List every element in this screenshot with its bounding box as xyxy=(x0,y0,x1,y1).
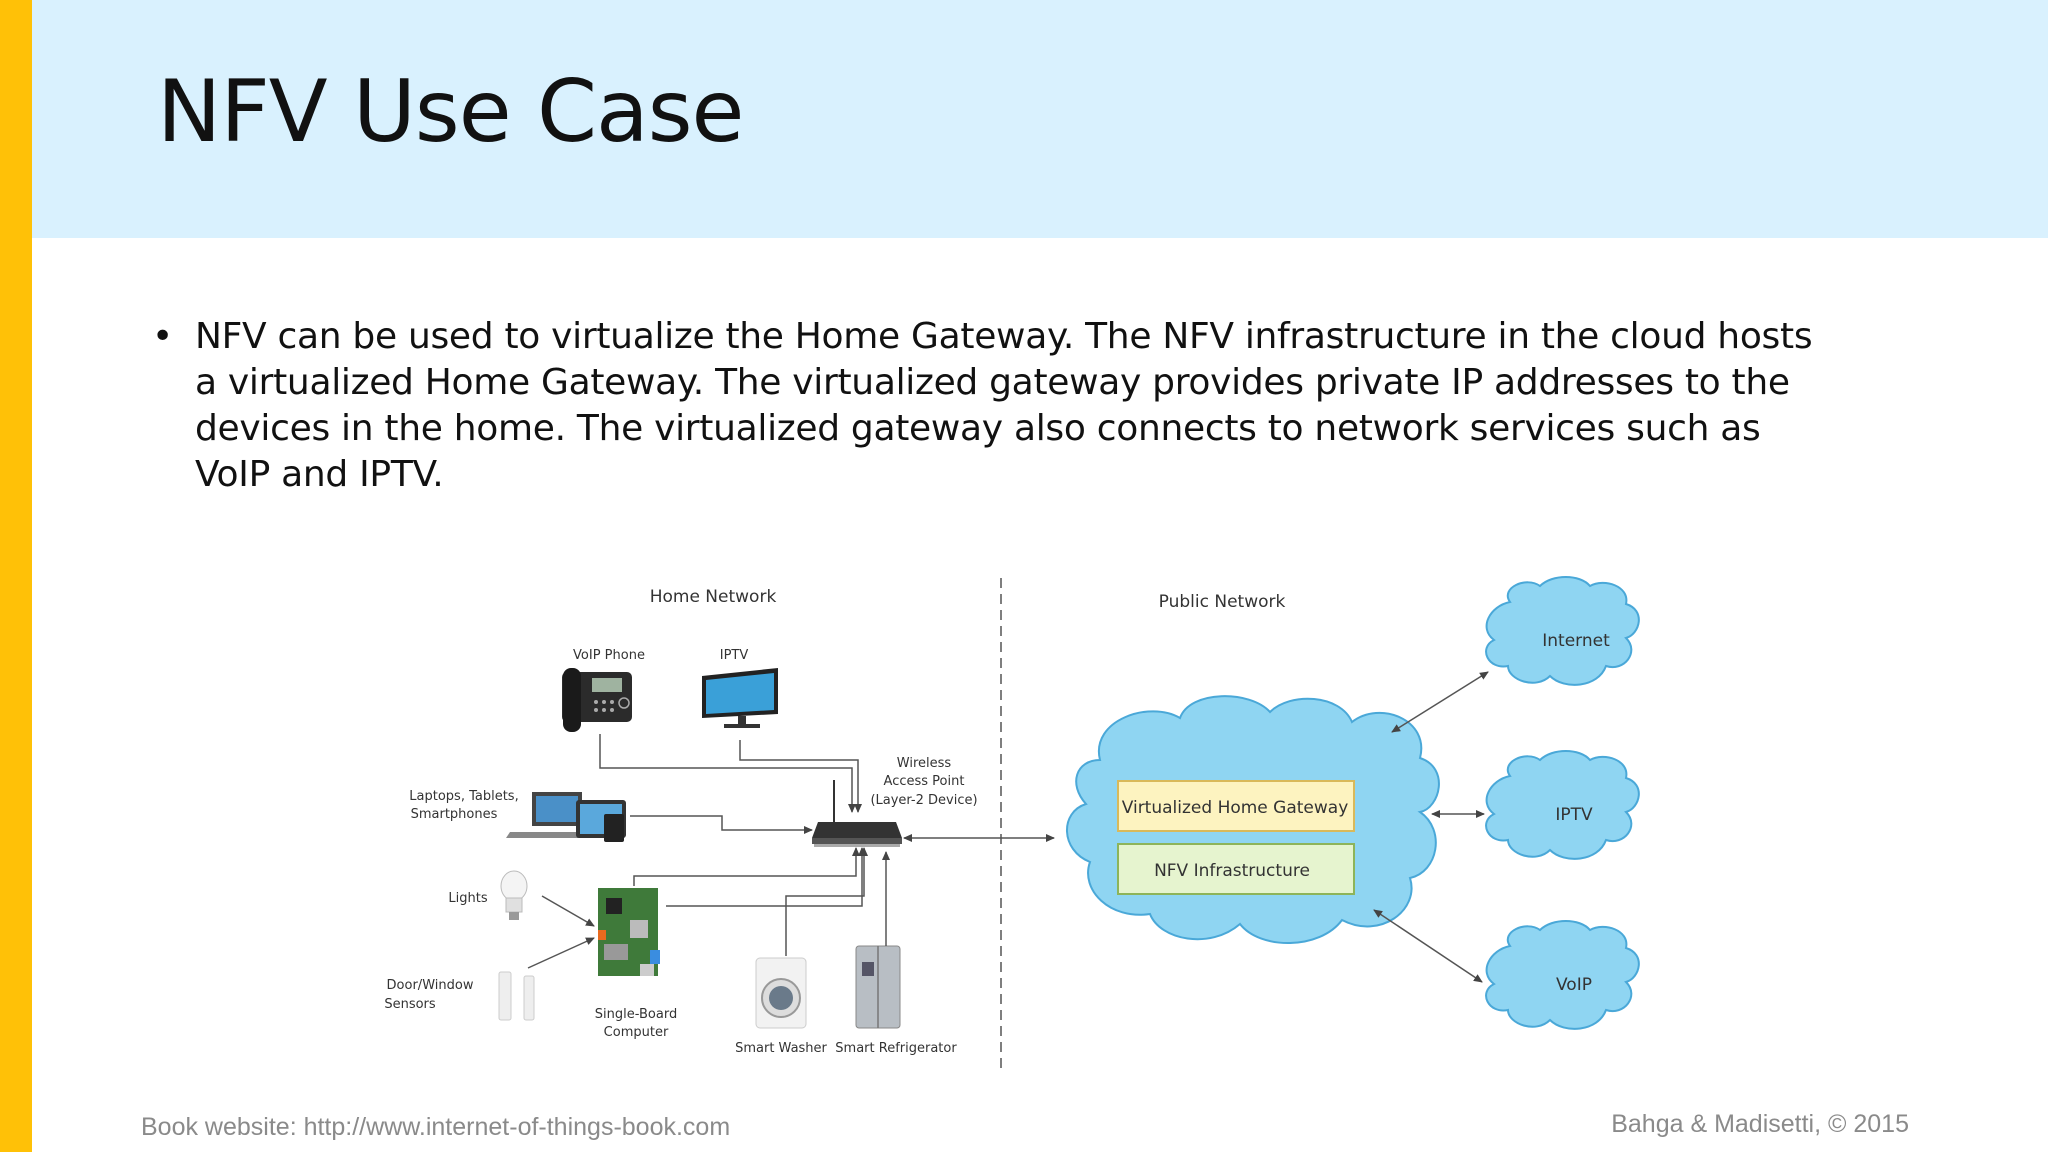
sensors-label-line1: Door/Window xyxy=(387,978,474,993)
bullet-marker: • xyxy=(152,316,174,357)
refrigerator-label: Smart Refrigerator xyxy=(835,1041,957,1056)
lights-label: Lights xyxy=(448,891,487,906)
home-connections xyxy=(527,734,1055,969)
virtualized-gateway-label: Virtualized Home Gateway xyxy=(1122,798,1349,818)
laptops-label-line2: Smartphones xyxy=(411,807,498,822)
router-icon xyxy=(812,780,902,847)
internet-cloud-label: Internet xyxy=(1542,631,1610,651)
laptop-tablet-icon xyxy=(506,792,626,842)
iptv-cloud xyxy=(1485,750,1640,860)
door-sensor-icon xyxy=(498,971,535,1021)
single-board-computer-icon xyxy=(598,888,660,976)
accent-bar xyxy=(0,0,32,1152)
sbc-label-line1: Single-Board xyxy=(595,1007,677,1022)
nfv-infrastructure-box xyxy=(1117,843,1355,895)
iptv-cloud-label: IPTV xyxy=(1555,805,1593,825)
washer-label: Smart Washer xyxy=(735,1041,827,1056)
footer-copyright: Bahga & Madisetti, © 2015 xyxy=(1611,1110,1909,1138)
internet-cloud xyxy=(1485,576,1640,686)
page-title: NFV Use Case xyxy=(157,62,744,162)
light-bulb-icon xyxy=(500,870,528,920)
nfv-infrastructure-label: NFV Infrastructure xyxy=(1154,861,1310,881)
wap-label-line1: Wireless xyxy=(897,756,952,771)
sensors-label-line2: Sensors xyxy=(384,997,436,1012)
public-network-label: Public Network xyxy=(1159,592,1286,612)
sbc-label-line2: Computer xyxy=(604,1025,669,1040)
virtualized-gateway-box xyxy=(1117,780,1355,832)
washer-icon xyxy=(755,957,807,1029)
laptops-label-line1: Laptops, Tablets, xyxy=(409,789,518,804)
voip-cloud-label: VoIP xyxy=(1556,975,1592,995)
refrigerator-icon xyxy=(855,945,901,1029)
voip-cloud xyxy=(1485,920,1640,1030)
wap-label-line2: Access Point xyxy=(884,774,965,789)
voip-phone-label: VoIP Phone xyxy=(573,648,645,663)
bullet-text: NFV can be used to virtualize the Home G… xyxy=(195,316,1813,495)
iptv-device-label: IPTV xyxy=(720,648,749,663)
wap-label-line3: (Layer-2 Device) xyxy=(870,793,977,808)
home-network-label: Home Network xyxy=(650,587,777,607)
title-banner xyxy=(32,0,2048,238)
monitor-icon xyxy=(702,668,778,728)
voip-phone-icon xyxy=(562,668,632,732)
public-connections xyxy=(1373,671,1489,983)
footer-website: Book website: http://www.internet-of-thi… xyxy=(141,1113,731,1141)
